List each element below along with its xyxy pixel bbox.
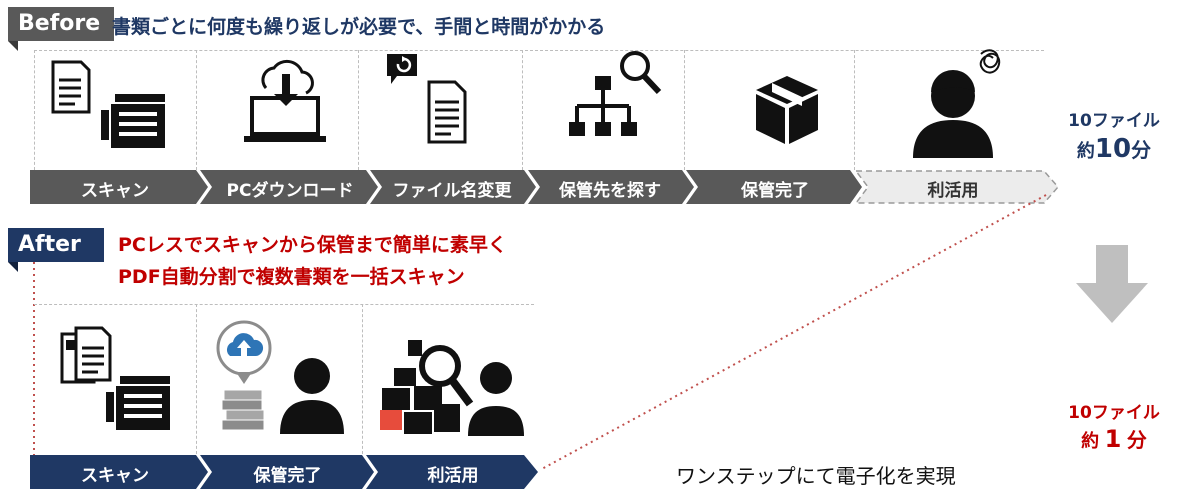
before-files-label: 10ファイル	[1068, 111, 1160, 131]
after-tag-fold	[8, 262, 18, 272]
before-tag-fold	[8, 41, 18, 51]
laptop-cloud-download-icon	[244, 59, 326, 142]
multi-document-scanner-icon	[60, 326, 170, 430]
after-time-unit: 分	[1126, 428, 1147, 452]
before-divider	[34, 50, 35, 170]
after-time: 約 1 分	[1062, 424, 1166, 453]
before-divider	[522, 50, 523, 170]
after-time-value: 1	[1104, 425, 1122, 453]
after-top-line	[34, 304, 534, 305]
before-divider	[358, 50, 359, 170]
before-tag-label: Before	[18, 11, 101, 36]
storage-box-icon	[756, 76, 818, 144]
before-headline: 書類ごとに何度も繰り返しが必要で、手間と時間がかかる	[112, 16, 606, 38]
confused-user-icon	[913, 49, 1001, 158]
after-divider	[196, 304, 197, 454]
after-tag: After	[8, 228, 104, 262]
after-time-prefix: 約	[1081, 431, 1100, 452]
before-divider	[196, 50, 197, 170]
after-step-scan: スキャン	[81, 466, 149, 486]
before-time: 約10分	[1062, 134, 1166, 164]
after-summary-text: ワンステップにて電子化を実現	[676, 464, 956, 488]
before-divider	[854, 50, 855, 170]
before-step-search: 保管先を探す	[559, 181, 661, 201]
before-top-line	[34, 50, 1044, 51]
before-tag: Before	[8, 7, 114, 41]
before-step-rename: ファイル名変更	[392, 181, 512, 201]
document-scanner-icon	[51, 60, 165, 148]
before-step-use: 利活用	[927, 181, 979, 201]
cloud-upload-user-icon	[216, 320, 344, 434]
before-divider	[684, 50, 685, 170]
after-step-store: 保管完了	[253, 466, 322, 486]
after-process-bar	[30, 455, 538, 489]
before-time-value: 10	[1094, 134, 1132, 164]
before-step-store: 保管完了	[741, 181, 809, 201]
rename-document-icon	[387, 54, 467, 144]
after-tag-label: After	[18, 232, 81, 257]
after-files-label: 10ファイル	[1068, 403, 1160, 423]
data-search-user-icon	[380, 340, 524, 436]
down-arrow-icon	[1076, 245, 1148, 323]
before-time-prefix: 約	[1076, 141, 1095, 162]
before-step-scan: スキャン	[81, 181, 149, 201]
after-headline-2: PDF自動分割で複数書類を一括スキャン	[118, 266, 465, 288]
before-process-bar	[30, 170, 1059, 204]
before-step-download: PCダウンロード	[226, 181, 354, 201]
folder-tree-search-icon	[569, 51, 662, 136]
after-step-use: 利活用	[427, 466, 479, 486]
after-headline-1: PCレスでスキャンから保管まで簡単に素早く	[118, 234, 507, 256]
before-time-unit: 分	[1131, 138, 1152, 162]
after-divider	[362, 304, 363, 454]
